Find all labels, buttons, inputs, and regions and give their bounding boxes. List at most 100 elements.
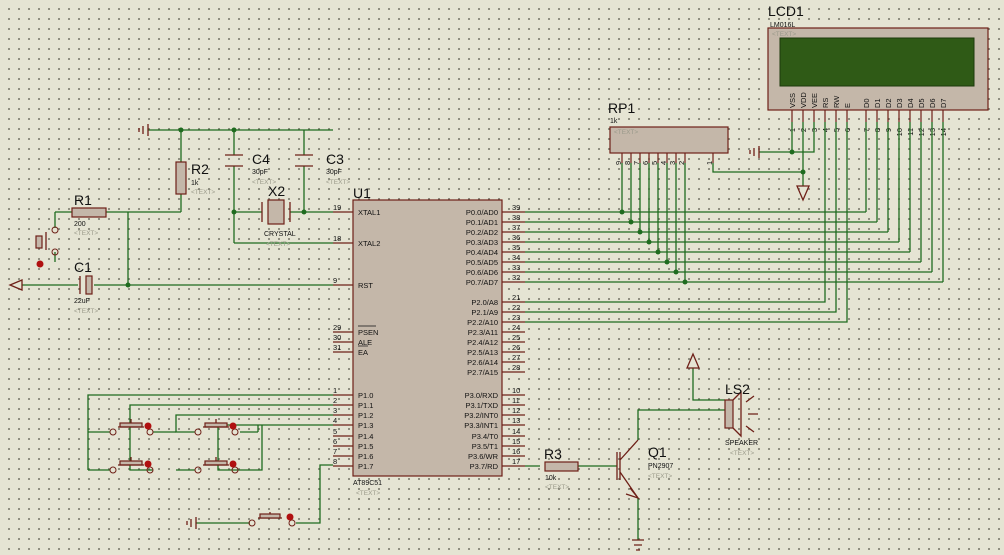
c3-capacitor[interactable]: C3 30pF <TEXT> xyxy=(295,151,350,186)
u1-pin-name: P1.5 xyxy=(358,442,373,451)
u1-pin-name: P0.6/AD6 xyxy=(466,268,498,277)
r2-resistor[interactable]: R2 1k <TEXT> xyxy=(175,161,215,196)
ground-symbol xyxy=(138,124,149,136)
r3-resistor[interactable]: R3 10k <TEXT> xyxy=(544,446,579,491)
u1-part-label: AT89C51 xyxy=(353,480,382,487)
u1-pin-name: P1.2 xyxy=(358,411,373,420)
rp1-pin-number: 7 xyxy=(632,161,641,165)
u1-pin-name: ALE xyxy=(358,338,372,347)
u1-pin-number: 29 xyxy=(333,323,341,332)
keypad-push-button[interactable] xyxy=(194,419,239,436)
lcd-pin-name: D5 xyxy=(917,98,926,108)
power-terminal-symbol xyxy=(8,279,23,291)
u1-pin-number: 23 xyxy=(512,313,520,322)
lcd-pin-name: D6 xyxy=(928,98,937,108)
ground-symbol xyxy=(632,539,644,551)
u1-pin-name: P1.1 xyxy=(358,401,373,410)
c1-ref-label: C1 xyxy=(74,259,92,275)
r2-ref-label: R2 xyxy=(191,161,209,177)
lcd-pin-name: D3 xyxy=(895,98,904,108)
u1-pin-number: 28 xyxy=(512,363,520,372)
lcd-pin-name: D4 xyxy=(906,98,915,108)
rp1-pin-number: 5 xyxy=(650,161,659,165)
ls2-speaker[interactable]: LS2 SPEAKER <TEXT> xyxy=(724,381,758,457)
u1-pin-name: P3.3/INT1 xyxy=(464,421,498,430)
rp1-pin-number: 3 xyxy=(668,161,677,165)
q1-text-placeholder: <TEXT> xyxy=(648,473,672,480)
r1-resistor[interactable]: R1 200 <TEXT> xyxy=(71,192,107,237)
junctions xyxy=(125,127,806,288)
reset-push-button[interactable] xyxy=(35,226,59,268)
q1-transistor[interactable]: Q1 PN2907 <TEXT> xyxy=(616,439,673,500)
u1-pin-name: P3.4/T0 xyxy=(472,432,498,441)
u1-pin-name: PSEN xyxy=(358,328,378,337)
x2-value-label: CRYSTAL xyxy=(264,231,296,238)
u1-ref-label: U1 xyxy=(353,185,371,201)
u1-pin-name: P1.6 xyxy=(358,452,373,461)
u1-pin-name: P2.5/A13 xyxy=(467,348,498,357)
c1-capacitor[interactable]: C1 22uF <TEXT> xyxy=(74,259,98,315)
rp1-pin-number: 8 xyxy=(623,161,632,165)
rp1-pin-number: 4 xyxy=(659,161,668,165)
u1-pin-name: P3.2/INT0 xyxy=(464,411,498,420)
u1-pin-number: 11 xyxy=(512,396,520,405)
r3-ref-label: R3 xyxy=(544,446,562,462)
r2-value-label: 1k xyxy=(191,180,199,187)
u1-pin-name: P1.7 xyxy=(358,462,373,471)
u1-pin-name: P2.0/A8 xyxy=(471,298,498,307)
lcd-screen xyxy=(779,37,975,87)
r2-text-placeholder: <TEXT> xyxy=(191,189,215,196)
u1-pin-number: 21 xyxy=(512,293,520,302)
keypad-push-button[interactable] xyxy=(194,457,239,474)
u1-pin-name: P0.1/AD1 xyxy=(466,218,498,227)
u1-pin-number: 15 xyxy=(512,437,520,446)
lcd-pin-name: RW xyxy=(832,95,841,108)
u1-pin-number: 13 xyxy=(512,416,520,425)
u1-pin-number: 25 xyxy=(512,333,520,342)
c4-capacitor[interactable]: C4 30pF <TEXT> xyxy=(225,151,276,186)
p17-push-button[interactable] xyxy=(248,512,296,527)
u1-text-placeholder: <TEXT> xyxy=(356,490,380,497)
q1-ref-label: Q1 xyxy=(648,444,667,460)
lcd1-component[interactable]: LCD1 LM016L <TEXT> 1VSS2VDD3VEE4RS5RW6E7… xyxy=(767,3,989,136)
x2-crystal[interactable]: X2 CRYSTAL <TEXT> xyxy=(261,183,296,248)
rp1-pin-number: 6 xyxy=(641,161,650,165)
u1-pin-name: P0.7/AD7 xyxy=(466,278,498,287)
u1-pin-name: P0.4/AD4 xyxy=(466,248,498,257)
rp1-pin-number: 9 xyxy=(614,161,623,165)
u1-pin-name: P2.3/A11 xyxy=(468,328,498,337)
lcd-pin-name: VDD xyxy=(799,92,808,108)
keypad-push-button[interactable] xyxy=(109,457,154,474)
power-terminal-symbol xyxy=(796,185,810,202)
u1-pin-number: 24 xyxy=(512,323,520,332)
lcd-text-placeholder: <TEXT> xyxy=(772,31,796,38)
u1-pin-number: 5 xyxy=(333,427,337,436)
u1-pin-number: 35 xyxy=(512,243,520,252)
c3-value-label: 30pF xyxy=(326,169,342,176)
u1-pin-name: XTAL1 xyxy=(358,208,380,217)
power-terminal-symbol xyxy=(686,352,700,369)
u1-pins: 19XTAL118XTAL29RST29PSEN30ALE31EA1P1.02P… xyxy=(333,203,525,471)
rp1-ref-label: RP1 xyxy=(608,100,635,116)
u1-pin-number: 7 xyxy=(333,447,337,456)
u1-pin-name: P0.2/AD2 xyxy=(466,228,498,237)
u1-pin-number: 36 xyxy=(512,233,520,242)
x2-text-placeholder: <TEXT> xyxy=(266,241,290,248)
u1-pin-name: P1.4 xyxy=(358,432,373,441)
rp1-pin-number: 2 xyxy=(677,161,686,165)
u1-pin-number: 32 xyxy=(512,273,520,282)
keypad-push-button[interactable] xyxy=(109,419,154,436)
u1-pin-number: 9 xyxy=(333,276,337,285)
rp1-value-label: 1k xyxy=(610,118,618,125)
u1-pin-name: P3.5/T1 xyxy=(472,442,498,451)
lcd-pin-name: VEE xyxy=(810,93,819,108)
keypad xyxy=(109,419,239,474)
u1-component[interactable]: U1 AT89C51 <TEXT> 19XTAL118XTAL29RST29PS… xyxy=(333,185,525,497)
ground-symbol xyxy=(186,517,197,529)
u1-pin-name: P1.0 xyxy=(358,391,373,400)
r1-text-placeholder: <TEXT> xyxy=(74,230,98,237)
u1-pin-number: 6 xyxy=(333,437,337,446)
c4-text-placeholder: <TEXT> xyxy=(252,179,276,186)
